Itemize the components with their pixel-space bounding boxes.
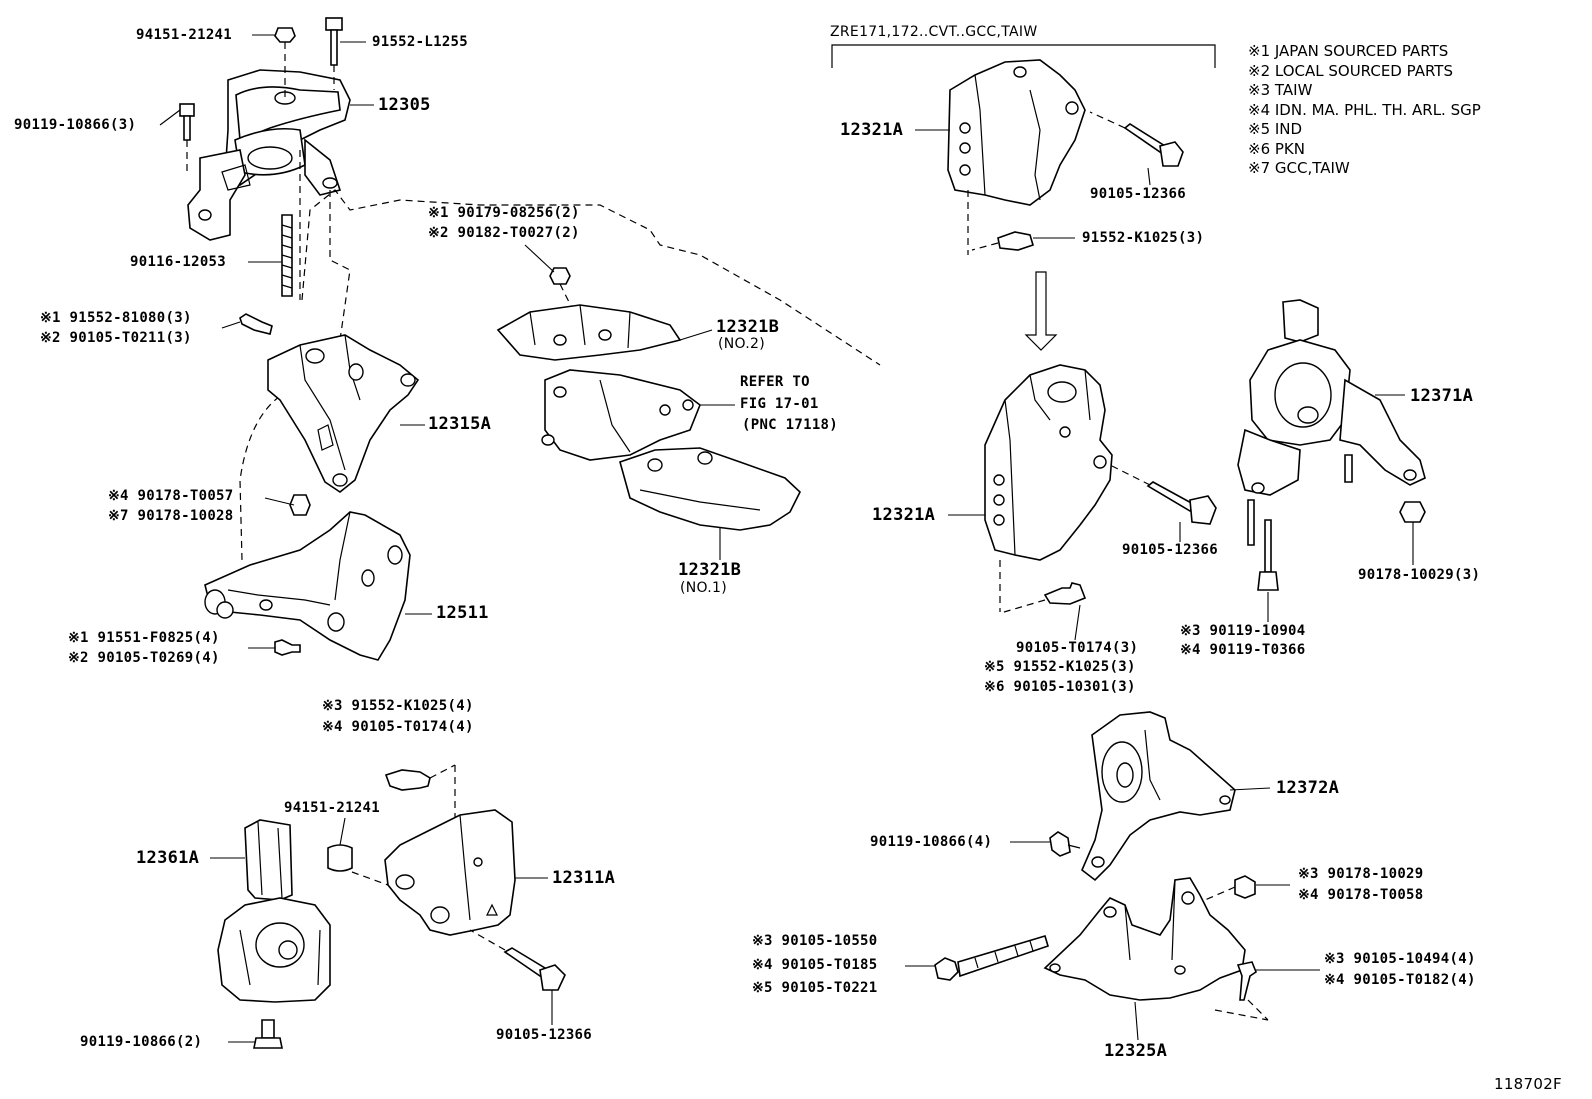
label-90119-10866-2: 90119-10866(2)	[80, 1034, 203, 1050]
label-90178-10028: ※7 90178-10028	[108, 508, 234, 524]
label-90105-12366-upper: 90105-12366	[1090, 186, 1187, 202]
label-12311A: 12311A	[552, 868, 616, 888]
part-12311A-drawing	[384, 764, 516, 936]
label-90105-T0211: ※2 90105-T0211(3)	[40, 330, 192, 346]
label-12361A: 12361A	[136, 848, 200, 868]
label-12321B-no1: 12321B	[678, 560, 742, 580]
leader-lines	[159, 34, 1414, 1043]
collar-94151-21241	[327, 844, 353, 872]
label-90105-T0182: ※4 90105-T0182(4)	[1324, 972, 1476, 988]
note-3: ※3 TAIW	[1248, 81, 1313, 99]
part-12321B-no1-drawing	[619, 447, 801, 531]
applicability-label: ZRE171,172..CVT..GCC,TAIW	[830, 24, 1038, 40]
label-12315A: 12315A	[428, 414, 492, 434]
label-90178-10029-3: 90178-10029(3)	[1358, 567, 1481, 583]
label-12321A-upper: 12321A	[840, 120, 904, 140]
label-90119-10866-3: 90119-10866(3)	[14, 117, 137, 133]
part-12321A-upper-drawing	[947, 59, 1184, 255]
label-90178-T0058: ※4 90178-T0058	[1298, 887, 1424, 903]
label-90105-T0221: ※5 90105-T0221	[752, 980, 878, 996]
label-90178-T0057: ※4 90178-T0057	[108, 488, 234, 504]
label-94151-21241-lower: 94151-21241	[284, 800, 381, 816]
label-90105-T0185: ※4 90105-T0185	[752, 957, 878, 973]
label-90105-12366-lower: 90105-12366	[496, 1027, 593, 1043]
label-12325A: 12325A	[1104, 1041, 1168, 1061]
label-90105-10494: ※3 90105-10494(4)	[1324, 951, 1476, 967]
note-4: ※4 IDN. MA. PHL. TH. ARL. SGP	[1248, 100, 1481, 119]
part-12511-drawing	[204, 511, 411, 661]
label-refer-fig: FIG 17-01	[740, 396, 819, 412]
label-refer-pnc: (PNC 17118)	[742, 417, 839, 433]
label-91552-K1025-3: 91552-K1025(3)	[1082, 230, 1205, 246]
label-refer-to: REFER TO	[740, 374, 810, 390]
part-12361A-drawing	[217, 819, 331, 1049]
label-12321B-no2-sub: (NO.2)	[718, 336, 766, 352]
label-91552-81080: ※1 91552-81080(3)	[40, 310, 192, 326]
label-91552-K1025-3b: ※5 91552-K1025(3)	[984, 659, 1136, 675]
label-12321B-no2: 12321B	[716, 317, 780, 337]
part-12315A-drawing	[239, 313, 420, 493]
label-90178-10029: ※3 90178-10029	[1298, 866, 1424, 882]
label-12321A-lower: 12321A	[872, 505, 936, 525]
label-90105-10550: ※3 90105-10550	[752, 933, 878, 949]
notes-legend: ※1 JAPAN SOURCED PARTS ※2 LOCAL SOURCED …	[1248, 42, 1481, 179]
bolts-12305	[179, 17, 343, 300]
label-90116-12053: 90116-12053	[130, 254, 227, 270]
label-90105-10301: ※6 90105-10301(3)	[984, 679, 1136, 695]
label-12321B-no1-sub: (NO.1)	[680, 580, 728, 596]
label-90105-12366-mid: 90105-12366	[1122, 542, 1219, 558]
part-12321B-no2-drawing	[496, 267, 682, 361]
note-5: ※5 IND	[1248, 120, 1303, 138]
label-12372A: 12372A	[1276, 778, 1340, 798]
part-12321A-lower-drawing	[984, 364, 1217, 613]
bolt-90105-12366-lower	[469, 929, 566, 991]
label-90182-T0027: ※2 90182-T0027(2)	[428, 225, 580, 241]
label-12371A: 12371A	[1410, 386, 1474, 406]
direction-arrow	[1024, 271, 1058, 351]
label-90105-T0174-4: ※4 90105-T0174(4)	[322, 719, 474, 735]
label-91552-K1025-4: ※3 91552-K1025(4)	[322, 698, 474, 714]
part-12372A-drawing	[1049, 711, 1236, 882]
label-12305: 12305	[378, 95, 431, 115]
label-90105-T0174-3: 90105-T0174(3)	[1016, 640, 1139, 656]
nut-90178-T0057	[289, 494, 311, 516]
part-12305-drawing	[187, 69, 351, 241]
figure-id: 118702F	[1494, 1075, 1562, 1093]
applicability-bracket-line	[831, 44, 1216, 68]
label-91552-L1255: 91552-L1255	[372, 34, 469, 50]
label-90119-10904: ※3 90119-10904	[1180, 623, 1306, 639]
label-90119-10866-4: 90119-10866(4)	[870, 834, 993, 850]
label-91551-F0825: ※1 91551-F0825(4)	[68, 630, 220, 646]
note-2: ※2 LOCAL SOURCED PARTS	[1248, 61, 1453, 80]
note-7: ※7 GCC,TAIW	[1248, 159, 1350, 177]
label-90179-08256: ※1 90179-08256(2)	[428, 205, 580, 221]
part-refer-bracket-drawing	[541, 369, 701, 461]
part-12325A-drawing	[934, 875, 1269, 1021]
part-12371A-drawing	[1237, 299, 1426, 591]
label-12511: 12511	[436, 603, 489, 623]
label-90105-T0269: ※2 90105-T0269(4)	[68, 650, 220, 666]
label-90119-T0366: ※4 90119-T0366	[1180, 642, 1306, 658]
note-6: ※6 PKN	[1248, 139, 1305, 158]
label-94151-21241-top: 94151-21241	[136, 27, 233, 43]
note-1: ※1 JAPAN SOURCED PARTS	[1248, 42, 1449, 60]
